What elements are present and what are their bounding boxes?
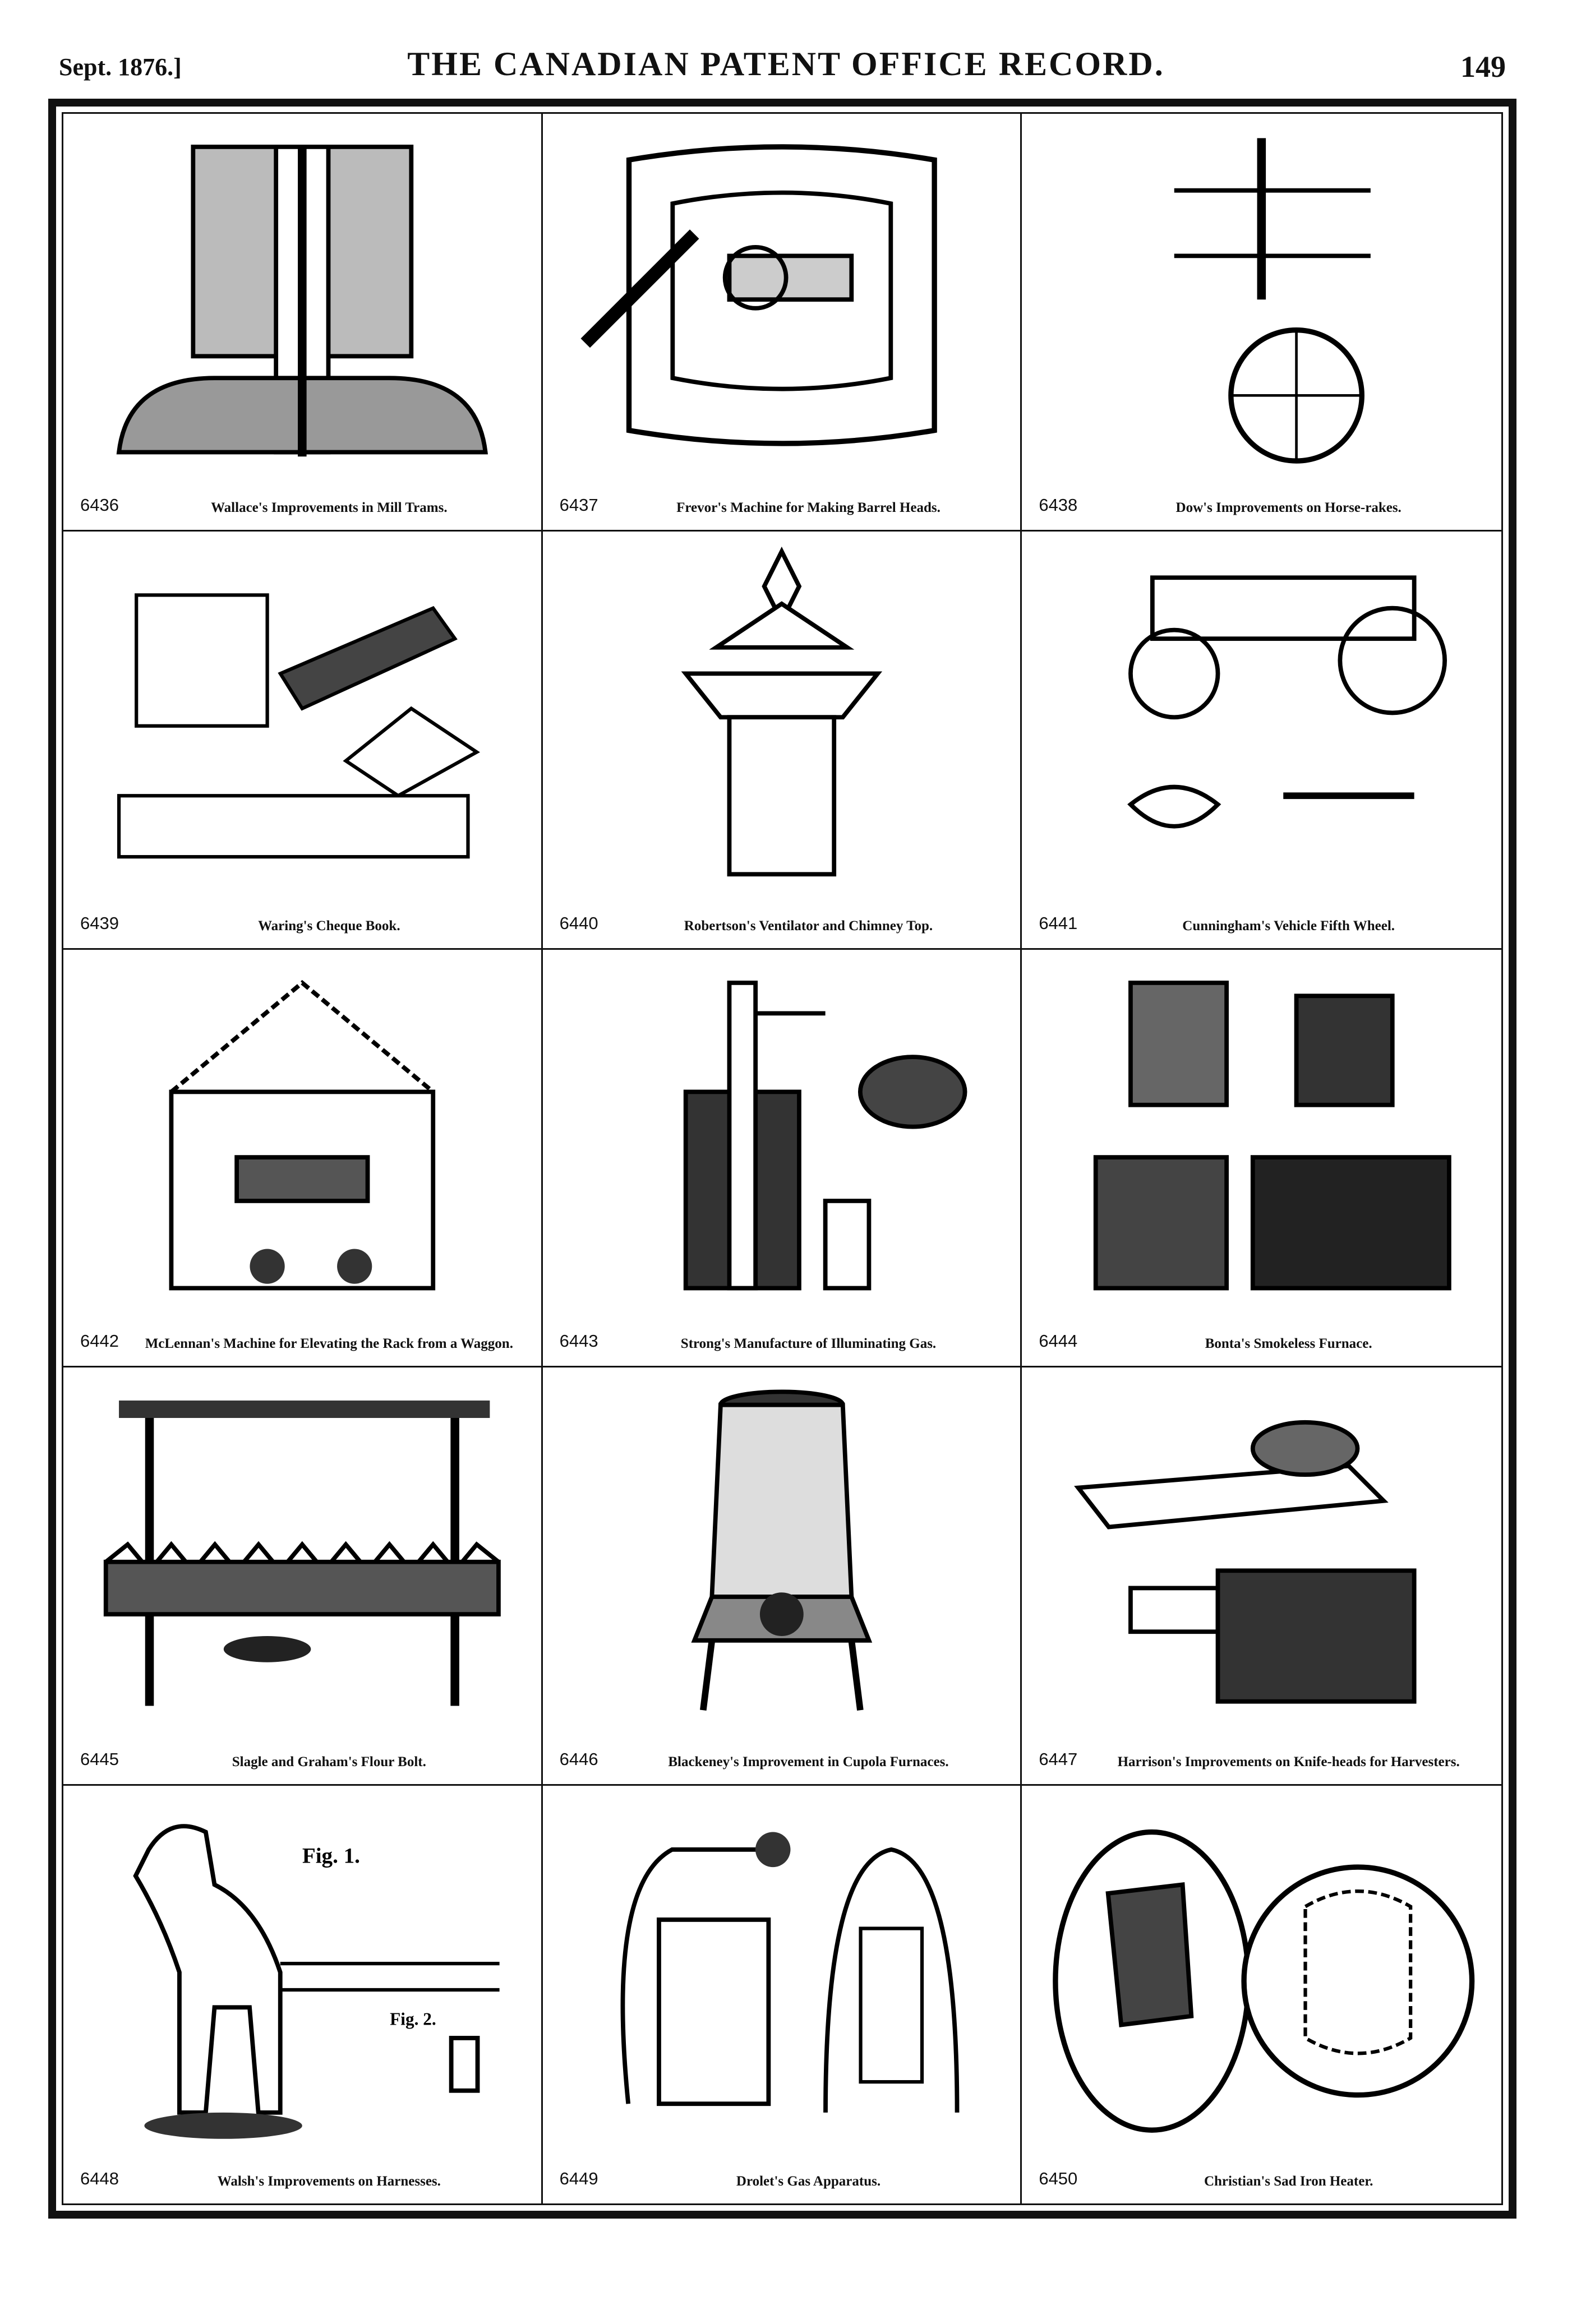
patent-cell-6444: 6444 Bonta's Smokeless Furnace. [1022,950,1501,1368]
smokeless-furnace-illustration [1039,961,1485,1310]
knife-head-illustration [1039,1379,1485,1727]
patent-number: 6446 [559,1749,598,1769]
patent-number: 6441 [1039,913,1078,933]
patent-title: Walsh's Improvements on Harnesses. [217,2174,441,2189]
patent-cell-6449: 6449 Drolet's Gas Apparatus. [543,1785,1022,2203]
barrel-head-machine-illustration [560,125,1004,474]
patent-title: Frevor's Machine for Making Barrel Heads… [676,500,941,516]
patent-cell-6448: Fig. 1. Fig. 2. 6448 Walsh's Improvement… [63,1785,543,2203]
page-number: 149 [1460,50,1506,84]
patent-cell-6438: 6438 Dow's Improvements on Horse-rakes. [1022,114,1501,532]
chimney-ventilator-illustration [560,543,1004,891]
patent-number: 6437 [559,495,598,515]
cupola-furnace-illustration [560,1379,1004,1727]
patent-title: Drolet's Gas Apparatus. [736,2174,881,2189]
patent-cell-6445: 6445 Slagle and Graham's Flour Bolt. [63,1367,543,1786]
drolet-gas-apparatus-illustration [560,1797,1004,2147]
patent-cell-6450: 6450 Christian's Sad Iron Heater. [1022,1786,1501,2203]
journal-title: THE CANADIAN PATENT OFFICE RECORD. [407,45,1165,82]
patent-title: Cunningham's Vehicle Fifth Wheel. [1182,918,1395,934]
patent-cell-6437: 6437 Frevor's Machine for Making Barrel … [542,114,1022,532]
fifth-wheel-illustration [1039,543,1485,891]
patent-number: 6439 [80,913,119,933]
patent-cell-6436: 6436 Wallace's Improvements in Mill Tram… [63,114,543,532]
patent-title: Dow's Improvements on Horse-rakes. [1175,500,1402,516]
patent-cell-6440: 6440 Robertson's Ventilator and Chimney … [542,532,1022,950]
patent-title: McLennan's Machine for Elevating the Rac… [145,1336,513,1352]
patent-cell-6446: 6446 Blackeney's Improvement in Cupola F… [542,1367,1022,1786]
patent-title: Robertson's Ventilator and Chimney Top. [684,918,933,934]
figure-label: Fig. 1. [302,1844,360,1868]
patent-title: Christian's Sad Iron Heater. [1204,2174,1373,2189]
patent-number: 6444 [1039,1331,1078,1351]
patent-title: Bonta's Smokeless Furnace. [1205,1336,1372,1352]
cheque-book-illustration [80,543,524,891]
patent-number: 6445 [80,1749,119,1769]
mill-tram-illustration [80,125,524,474]
patent-number: 6442 [80,1331,119,1351]
harness-illustration: Fig. 1. Fig. 2. [80,1797,524,2147]
horse-rake-illustration [1039,125,1485,474]
patent-title: Blackeney's Improvement in Cupola Furnac… [668,1754,949,1769]
flour-bolt-illustration [80,1379,524,1727]
patent-number: 6438 [1039,495,1078,515]
patent-cell-6442: 6442 McLennan's Machine for Elevating th… [63,949,543,1368]
patent-grid: 6436 Wallace's Improvements in Mill Tram… [63,114,1501,2203]
patent-number: 6440 [559,913,598,933]
rack-elevator-illustration [80,961,524,1310]
patent-cell-6441: 6441 Cunningham's Vehicle Fifth Wheel. [1022,532,1501,950]
patent-title: Strong's Manufacture of Illuminating Gas… [680,1336,937,1352]
patent-title: Harrison's Improvements on Knife-heads f… [1117,1754,1460,1769]
patent-title: Wallace's Improvements in Mill Trams. [211,500,448,516]
sad-iron-heater-illustration [1039,1797,1485,2147]
plate-frame: 6436 Wallace's Improvements in Mill Tram… [48,99,1516,2219]
page-header: Sept. 1876.] THE CANADIAN PATENT OFFICE … [0,45,1572,95]
patent-number: 6447 [1039,1749,1078,1769]
patent-number: 6436 [80,495,119,515]
patent-title: Slagle and Graham's Flour Bolt. [232,1754,426,1769]
issue-date: Sept. 1876.] [59,53,182,81]
patent-cell-6439: 6439 Waring's Cheque Book. [63,532,543,950]
gas-apparatus-illustration [560,961,1004,1310]
patent-number: 6450 [1039,2169,1078,2188]
patent-cell-6447: 6447 Harrison's Improvements on Knife-he… [1022,1367,1501,1786]
patent-title: Waring's Cheque Book. [258,918,400,934]
figure-label: Fig. 2. [390,2009,436,2029]
patent-cell-6443: 6443 Strong's Manufacture of Illuminatin… [542,949,1022,1368]
patent-number: 6443 [559,1331,598,1351]
patent-number: 6449 [559,2169,598,2188]
patent-number: 6448 [80,2169,119,2188]
